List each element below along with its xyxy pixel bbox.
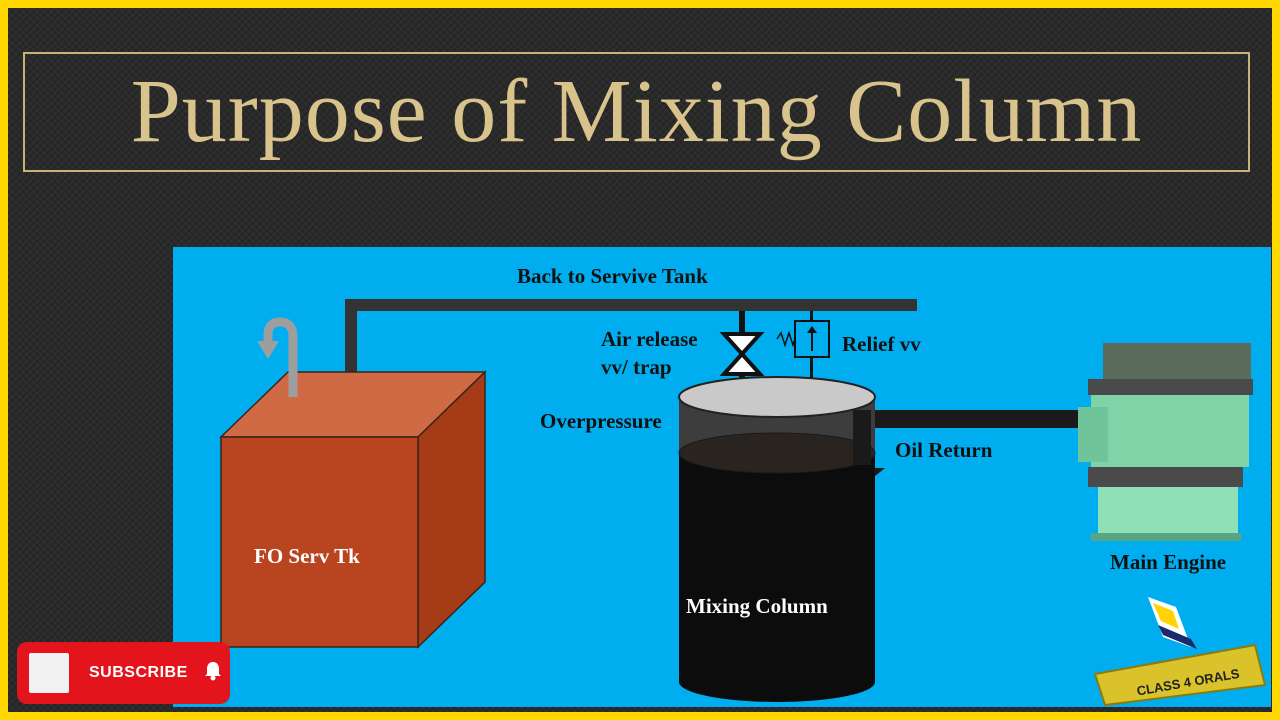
main-engine — [1078, 343, 1253, 541]
label-overpressure: Overpressure — [540, 409, 662, 433]
mixing-column — [678, 376, 876, 702]
engine-top-deck — [1103, 343, 1251, 383]
class4-orals-logo: CLASS 4 ORALS — [1093, 597, 1267, 707]
title-box: Purpose of Mixing Column — [23, 52, 1250, 172]
label-back-to-tank: Back to Servive Tank — [517, 264, 708, 288]
fo-serv-tank — [219, 317, 487, 649]
label-mixing-column: Mixing Column — [686, 594, 828, 618]
label-main-engine: Main Engine — [1110, 550, 1227, 574]
subscribe-label: SUBSCRIBE — [89, 664, 188, 681]
column-top — [678, 376, 876, 418]
return-pipe-vertical — [345, 299, 357, 377]
air-release-valve — [719, 311, 765, 397]
valve-bottom-icon — [719, 351, 765, 376]
label-air-release-line1: Air release — [601, 327, 698, 351]
diagram-panel: CLASS 4 ORALS Back to Servive Tank Air r… — [173, 247, 1271, 707]
oil-surface — [678, 432, 876, 474]
vent-pipe — [263, 317, 298, 397]
diagram-svg: CLASS 4 ORALS — [219, 299, 1267, 707]
spring-icon — [776, 330, 796, 348]
engine-block — [1091, 395, 1249, 467]
engine-base — [1098, 487, 1238, 535]
return-pipe-horizontal — [345, 299, 917, 311]
label-fo-serv-tank: FO Serv Tk — [254, 544, 360, 568]
badge-plate — [1093, 643, 1267, 707]
oil-return-horizontal — [855, 410, 1080, 428]
label-oil-return: Oil Return — [895, 438, 993, 462]
tank-front — [220, 436, 419, 648]
slide-title: Purpose of Mixing Column — [130, 62, 1143, 161]
subscribe-button[interactable]: SUBSCRIBE — [17, 642, 230, 704]
valve-top-icon — [719, 332, 765, 357]
bell-icon — [204, 661, 222, 686]
subscribe-avatar-square — [29, 653, 69, 693]
label-air-release-line2: vv/ trap — [601, 355, 672, 379]
relief-arrow-icon — [807, 326, 817, 333]
vent-arrow-icon — [257, 341, 279, 359]
label-relief-valve: Relief vv — [842, 332, 921, 356]
